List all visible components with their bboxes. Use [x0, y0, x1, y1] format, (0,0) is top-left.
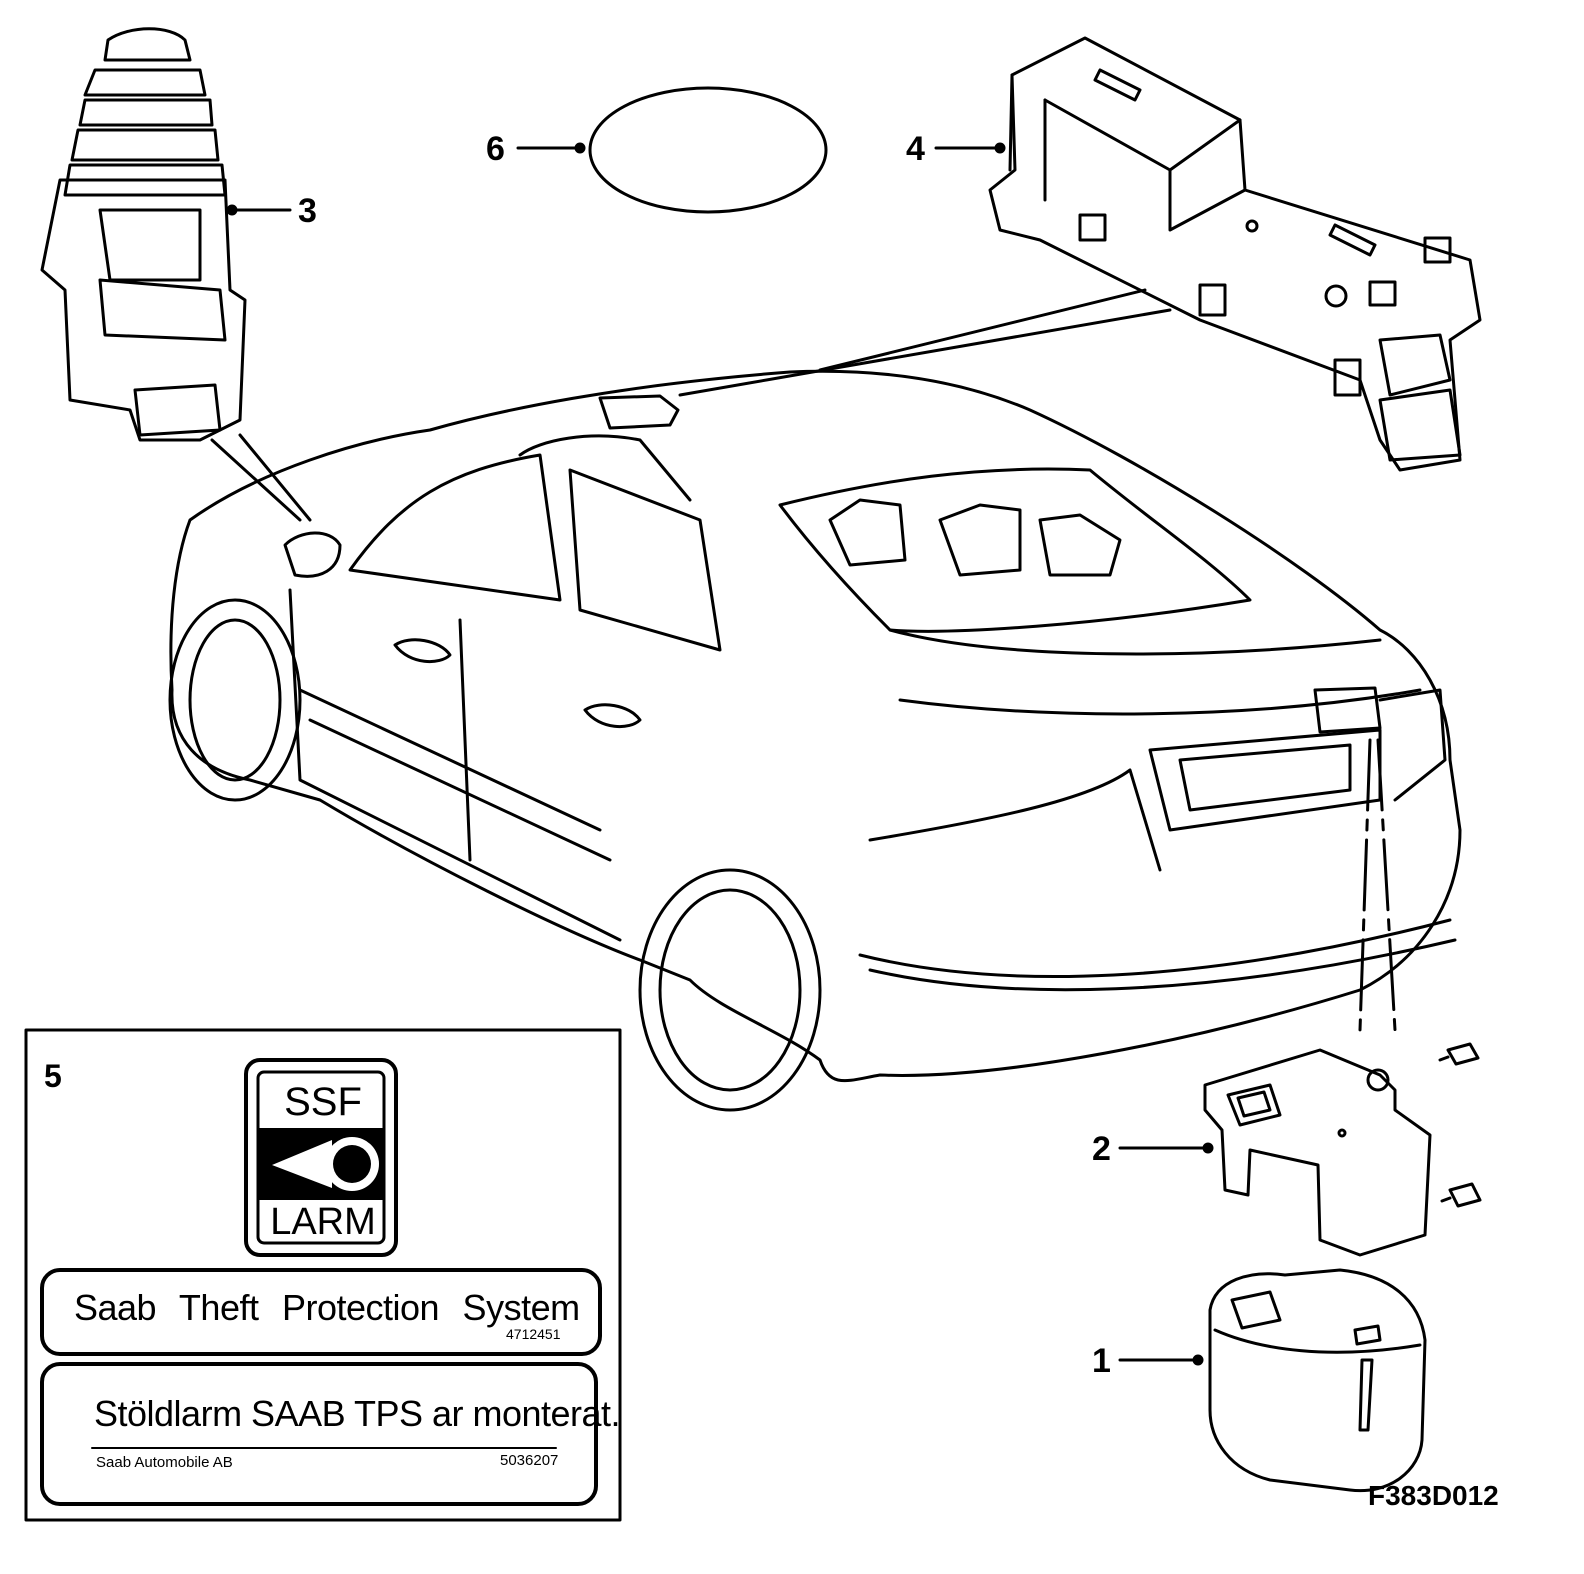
- callout-3: 3: [298, 192, 317, 230]
- callout-5: 5: [44, 1058, 62, 1094]
- label-warning-text: Stöldlarm SAAB TPS ar monterat.: [94, 1393, 621, 1434]
- ssf-logo-frame: [244, 1058, 398, 1257]
- label-main-code: 4712451: [506, 1326, 561, 1342]
- callout-6: 6: [486, 130, 505, 168]
- label-maker-text: Saab Automobile AB: [96, 1454, 233, 1471]
- label-warning-frame: [40, 1362, 598, 1506]
- callout-1: 1: [1092, 1342, 1111, 1380]
- control-module-part: [988, 36, 1482, 472]
- screw-parts: [1438, 1042, 1482, 1208]
- siren-part: [1208, 1268, 1427, 1493]
- label-warning-code: 5036207: [500, 1452, 559, 1469]
- label-main-frame: [40, 1268, 602, 1356]
- ssf-logo-top-text: SSF: [284, 1080, 362, 1124]
- siren-bracket-part: [1203, 1048, 1432, 1257]
- callout-2: 2: [1092, 1130, 1111, 1168]
- callout-4: 4: [906, 130, 925, 168]
- label-main-text: Saab Theft Protection System: [74, 1287, 580, 1328]
- ssf-logo-bottom-text: LARM: [270, 1201, 376, 1243]
- figure-code: F383D012: [1368, 1480, 1499, 1511]
- o-ring-part: [588, 86, 828, 214]
- sticker-panel-frame: [24, 1028, 622, 1522]
- hood-switch-part: [40, 27, 247, 442]
- car-illustration: [168, 369, 1462, 1112]
